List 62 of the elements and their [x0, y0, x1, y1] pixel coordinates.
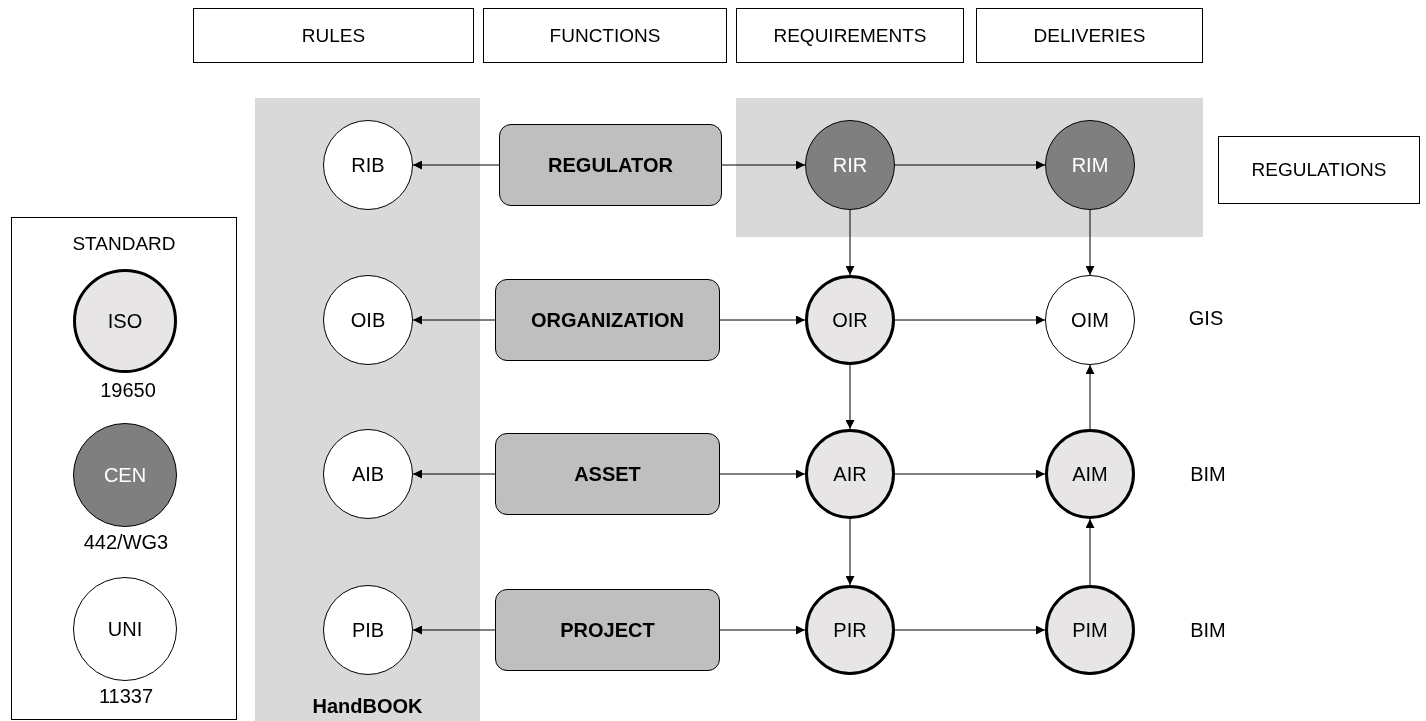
header-box — [483, 8, 727, 63]
header-box — [193, 8, 474, 63]
arrow — [894, 469, 1046, 479]
node-label: OIB — [350, 307, 386, 333]
group-band — [736, 98, 1203, 237]
function-box — [495, 279, 720, 361]
arrow — [894, 625, 1046, 635]
arrow — [845, 364, 855, 430]
node-label: AIB — [351, 461, 385, 487]
arrow — [894, 315, 1046, 325]
header-label: RULES — [301, 23, 366, 48]
arrow — [719, 315, 806, 325]
side-label: 11337 — [97, 684, 155, 709]
legend-title: STANDARD — [71, 232, 177, 256]
band-label: HandBOOK — [311, 694, 424, 719]
side-label: 19650 — [99, 378, 157, 403]
side-label: 442/WG3 — [82, 530, 170, 555]
node-label: PIM — [1072, 617, 1108, 643]
legend-panel — [11, 217, 237, 720]
function-box — [495, 589, 720, 671]
header-box — [736, 8, 964, 63]
node-label: UNI — [107, 616, 143, 642]
arrow — [845, 209, 855, 276]
function-box — [499, 124, 722, 206]
node-label: PIR — [833, 617, 867, 643]
node-label: PIB — [351, 617, 385, 643]
side-label: BIM — [1189, 462, 1227, 487]
node-label: OIM — [1071, 307, 1109, 333]
header-label: FUNCTIONS — [549, 23, 661, 48]
function-label: ASSET — [574, 461, 641, 487]
header-box — [1218, 136, 1420, 204]
function-label: PROJECT — [560, 617, 655, 643]
arrow — [894, 160, 1046, 170]
arrow — [719, 469, 806, 479]
arrow — [1085, 364, 1095, 430]
node-label: ISO — [107, 308, 143, 334]
arrow — [412, 315, 496, 325]
arrow — [721, 160, 806, 170]
node-label: AIM — [1072, 461, 1108, 487]
arrow — [1085, 518, 1095, 586]
node-label: CEN — [103, 462, 147, 488]
arrow — [719, 625, 806, 635]
arrow — [412, 469, 496, 479]
function-box — [495, 433, 720, 515]
arrow — [1085, 209, 1095, 276]
group-band — [255, 98, 480, 721]
arrow — [412, 625, 496, 635]
arrow — [845, 518, 855, 586]
node-label: AIR — [833, 461, 867, 487]
arrow — [412, 160, 500, 170]
function-label: REGULATOR — [548, 152, 673, 178]
header-label: DELIVERIES — [1033, 23, 1146, 48]
header-label: REQUIREMENTS — [773, 23, 927, 48]
side-label: BIM — [1189, 618, 1227, 643]
node-label: RIB — [351, 152, 385, 178]
side-label: GIS — [1187, 306, 1225, 331]
header-label: REGULATIONS — [1251, 158, 1387, 182]
function-label: ORGANIZATION — [531, 307, 684, 333]
node-label: RIR — [832, 152, 868, 178]
node-label: OIR — [832, 307, 868, 333]
node-label: RIM — [1071, 152, 1109, 178]
header-box — [976, 8, 1203, 63]
